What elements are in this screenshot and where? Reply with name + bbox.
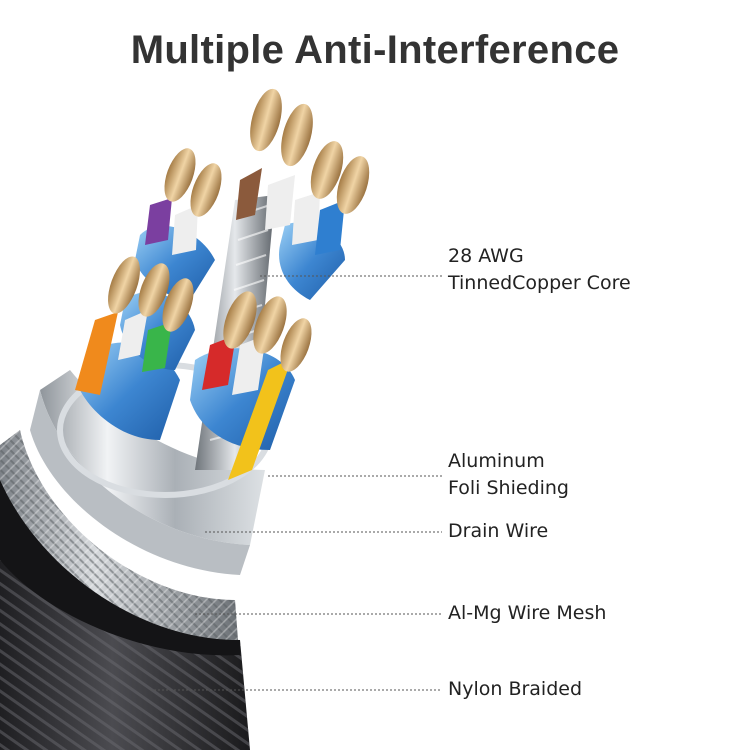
label-mesh-line1: Al-Mg Wire Mesh <box>448 602 607 624</box>
label-core-line1: 28 AWG <box>448 245 524 267</box>
leader-lines <box>150 275 442 691</box>
page-title: Multiple Anti-Interference <box>130 28 620 72</box>
label-wire-mesh: Al-Mg Wire Mesh <box>448 600 606 627</box>
colored-wires <box>75 88 370 480</box>
wire-mesh-layer <box>0 430 238 640</box>
label-aluminum-foil-shielding: Aluminum Foli Shieding <box>448 448 569 502</box>
label-foil-line1: Aluminum <box>448 450 545 472</box>
label-drain-wire: Drain Wire <box>448 518 548 545</box>
label-braid-line1: Nylon Braided <box>448 678 583 700</box>
label-foil-line2: Foli Shieding <box>448 477 569 499</box>
label-tinned-copper-core: 28 AWG TinnedCopper Core <box>448 243 631 297</box>
label-core-line2: TinnedCopper Core <box>448 272 631 294</box>
label-nylon-braided: Nylon Braided <box>448 676 582 703</box>
nylon-braid-jacket <box>0 470 250 750</box>
label-drain-line1: Drain Wire <box>448 520 549 542</box>
